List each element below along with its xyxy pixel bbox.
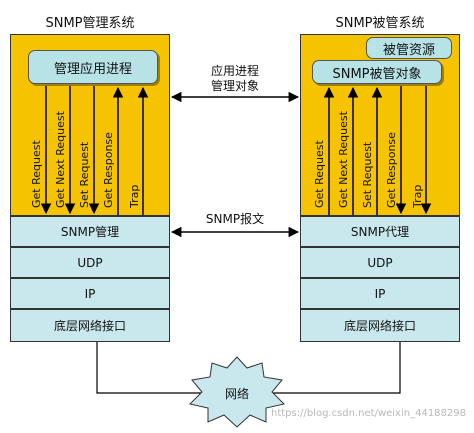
snmp-managed-object-label: SNMP被管对象 <box>332 66 422 82</box>
left-layer-snmp-manager: SNMP管理 <box>10 216 170 247</box>
right-layer-ip-label: IP <box>374 286 386 301</box>
right-layer-network-interface: 底层网络接口 <box>300 309 460 342</box>
left-layer-udp-label: UDP <box>77 255 103 270</box>
right-layer-udp: UDP <box>300 247 460 278</box>
left-layer-ip-label: IP <box>84 286 96 301</box>
snmp-message-label: SNMP报文 <box>205 212 265 226</box>
managed-resource: 被管资源 <box>366 37 452 59</box>
management-application-process-label: 管理应用进程 <box>53 61 132 77</box>
right-system-title: SNMP被管系统 <box>335 16 425 31</box>
left-layer-ip: IP <box>10 278 170 309</box>
middle-top-label-line2: 管理对象 <box>210 79 259 93</box>
right-layer-snmp-agent-label: SNMP代理 <box>350 225 410 239</box>
middle-top-label: 应用进程 管理对象 <box>190 64 280 94</box>
left-system-title: SNMP管理系统 <box>45 16 135 31</box>
left-layer-network-interface-label: 底层网络接口 <box>53 319 126 333</box>
network-label: 网络 <box>224 387 249 401</box>
left-layer-udp: UDP <box>10 247 170 278</box>
right-layer-udp-label: UDP <box>367 255 393 270</box>
right-layer-ip: IP <box>300 278 460 309</box>
right-layer-snmp-agent: SNMP代理 <box>300 216 460 247</box>
management-application-process: 管理应用进程 <box>28 50 158 84</box>
network-cloud <box>189 356 285 428</box>
right-layer-network-interface-label: 底层网络接口 <box>343 319 416 333</box>
snmp-managed-object: SNMP被管对象 <box>312 60 442 84</box>
left-layer-snmp-manager-label: SNMP管理 <box>60 225 120 239</box>
left-layer-network-interface: 底层网络接口 <box>10 309 170 342</box>
middle-top-label-line1: 应用进程 <box>210 64 259 78</box>
managed-resource-label: 被管资源 <box>382 42 435 58</box>
watermark-text: https://blog.csdn.net/weixin_44188298 <box>270 408 466 419</box>
